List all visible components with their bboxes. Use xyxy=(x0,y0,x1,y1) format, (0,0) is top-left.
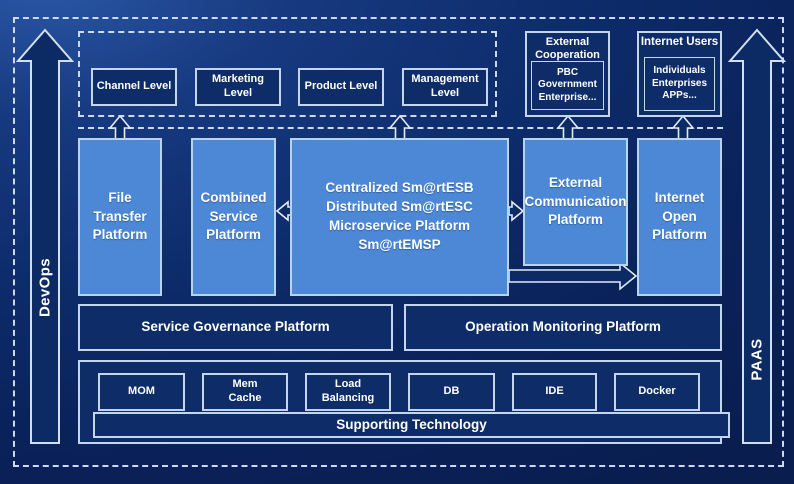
tech-box-docker: Docker xyxy=(614,373,700,411)
level-label: Product Level xyxy=(304,80,378,93)
tech-label: MOM xyxy=(128,385,155,398)
member-line: Enterprise... xyxy=(538,91,597,103)
tech-box-load-balancing: Load Balancing xyxy=(305,373,391,411)
tech-box-mem-cache: Mem Cache xyxy=(202,373,288,411)
devops-label: DevOps xyxy=(36,257,54,318)
platform-internet-open: Internet Open Platform xyxy=(637,138,722,296)
dashed-separator-line xyxy=(78,127,723,129)
platform-file-transfer: File Transfer Platform xyxy=(78,138,162,296)
service-governance-platform: Service Governance Platform xyxy=(78,304,393,351)
level-box-marketing: Marketing Level xyxy=(195,68,281,106)
tech-label: DB xyxy=(443,385,460,398)
platform-label: Combined Service Platform xyxy=(200,189,267,243)
member-line: Enterprises xyxy=(651,77,708,89)
supporting-technology-bar: Supporting Technology xyxy=(93,412,730,438)
platform-label: File Transfer Platform xyxy=(92,189,148,243)
level-label: Channel Level xyxy=(96,80,172,93)
tech-box-mom: MOM xyxy=(98,373,185,411)
platform-label-line: Microservice Platform Sm@rtEMSP xyxy=(328,218,471,252)
tech-box-ide: IDE xyxy=(512,373,597,411)
internet-users-box: Internet Users Individuals Enterprises A… xyxy=(637,31,722,117)
tech-label: IDE xyxy=(545,385,564,398)
level-label: Management Level xyxy=(411,73,479,99)
platform-external-communication: External Communication Platform xyxy=(523,138,628,266)
supporting-technology-label: Supporting Technology xyxy=(336,416,487,432)
internet-users-title: Internet Users xyxy=(640,36,719,48)
tech-box-db: DB xyxy=(408,373,495,411)
external-cooperation-members: PBC Government Enterprise... xyxy=(531,61,604,110)
platform-combined-service: Combined Service Platform xyxy=(191,138,276,296)
external-cooperation-box: External Cooperation PBC Government Ente… xyxy=(525,31,610,117)
platform-label-line: Distributed Sm@rtESC xyxy=(326,199,473,215)
paas-label: PAAS xyxy=(748,338,766,381)
platform-central-esb: Centralized Sm@rtESB Distributed Sm@rtES… xyxy=(290,138,509,296)
platform-label: Internet Open Platform xyxy=(652,189,707,243)
level-box-channel: Channel Level xyxy=(91,68,177,106)
tech-label: Load Balancing xyxy=(321,378,375,404)
member-line: PBC Government xyxy=(538,66,597,91)
governance-label: Service Governance Platform xyxy=(141,319,330,335)
operation-monitoring-platform: Operation Monitoring Platform xyxy=(404,304,722,351)
member-line: APPs... xyxy=(662,90,697,102)
levels-dashed-container xyxy=(78,31,497,117)
internet-users-members: Individuals Enterprises APPs... xyxy=(644,57,715,111)
level-box-product: Product Level xyxy=(298,68,384,106)
external-cooperation-title: External Cooperation xyxy=(535,36,600,62)
platform-label: External Communication Platform xyxy=(524,174,627,228)
tech-label: Docker xyxy=(638,385,676,398)
member-line: Individuals xyxy=(653,65,706,77)
monitoring-label: Operation Monitoring Platform xyxy=(465,319,661,335)
level-box-management: Management Level xyxy=(402,68,488,106)
level-label: Marketing Level xyxy=(212,73,264,99)
platform-label-line: Centralized Sm@rtESB xyxy=(325,180,474,196)
tech-label: Mem Cache xyxy=(228,378,262,404)
